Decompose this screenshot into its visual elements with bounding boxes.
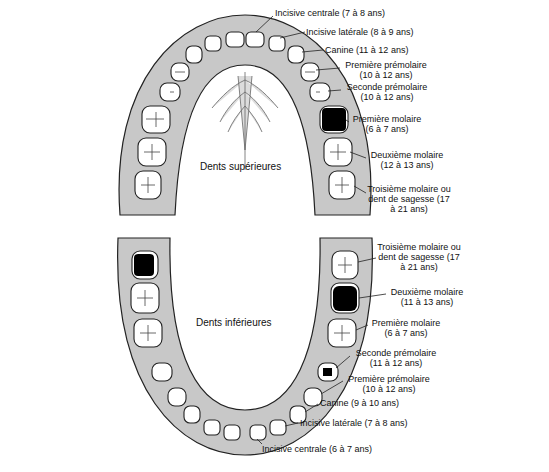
arch-label: Dents inférieures xyxy=(196,318,272,328)
tooth-label: Deuxième molaire (11 à 13 ans) xyxy=(386,287,468,307)
dark-marks xyxy=(134,108,357,376)
upper-teeth xyxy=(135,32,355,199)
tooth-label: Canine (11 à 12 ans) xyxy=(325,45,408,55)
lower-teeth xyxy=(131,251,359,440)
tooth-label: Première molaire (6 à 7 ans) xyxy=(349,114,425,134)
tooth-label: Incisive centrale (6 à 7 ans) xyxy=(262,444,372,454)
tooth-label: Première prémolaire (10 à 12 ans) xyxy=(343,374,435,394)
tooth-label: Deuxième molaire (12 à 13 ans) xyxy=(366,150,448,170)
tooth-label: Canine (9 à 10 ans) xyxy=(320,398,399,408)
tooth-label: Première prémolaire (10 à 12 ans) xyxy=(340,60,432,80)
tooth-label: Incisive latérale (8 à 9 ans) xyxy=(306,27,414,37)
molar-grooves xyxy=(137,72,353,341)
tooth-label: Troisième molaire ou dent de sagesse (17… xyxy=(376,242,462,272)
tooth-label: Première molaire (6 à 7 ans) xyxy=(368,318,444,338)
palate xyxy=(185,70,305,200)
tooth-label: Incisive centrale (7 à 8 ans) xyxy=(275,8,385,18)
tooth-label: Seconde prémolaire (11 à 12 ans) xyxy=(350,348,442,368)
palate-folds xyxy=(212,72,278,170)
arch-label: Dents supérieures xyxy=(200,162,281,172)
tooth-label: Seconde prémolaire (10 à 12 ans) xyxy=(341,82,433,102)
tooth-label: Incisive latérale (7 à 8 ans) xyxy=(300,418,408,428)
tooth-label: Troisième molaire ou dent de sagesse (17… xyxy=(366,184,452,214)
